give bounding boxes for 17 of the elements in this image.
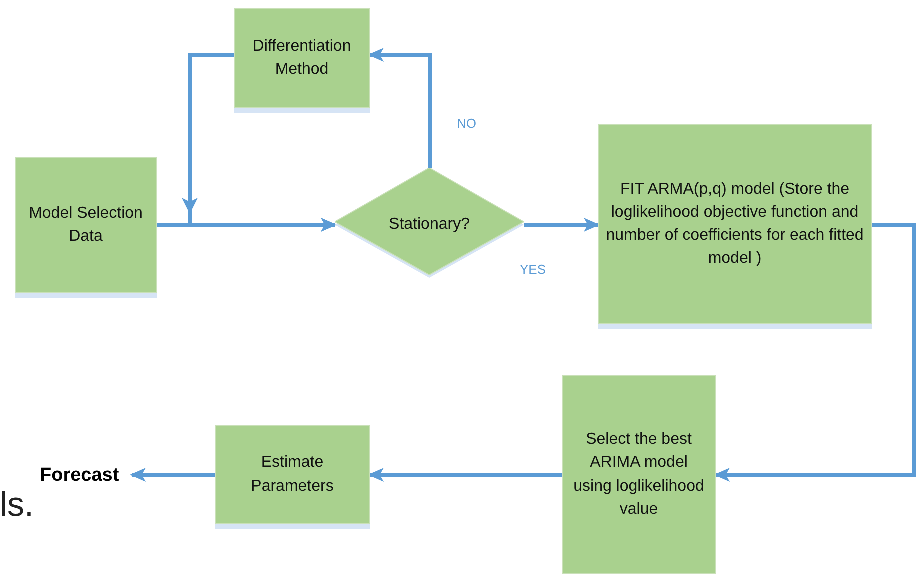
node-text: Select the best ARIMA model using loglikelihood value [572, 430, 706, 520]
arrow [714, 223, 916, 482]
node-text: Model Selection Data [28, 204, 144, 247]
output-label: Forecast [40, 465, 120, 487]
arrow [368, 48, 432, 168]
node-text: Differentiation Method [252, 36, 352, 80]
process-box [562, 375, 716, 574]
text-fragment: ls. [0, 486, 34, 525]
arrow [524, 218, 600, 232]
edge-label: YES [518, 262, 548, 277]
node-text: FIT ARMA(p,q) model (Store the loglikelihood objective function and number of coefficients for each fitted model ) [605, 180, 865, 270]
node-text: Stationary? [389, 215, 470, 236]
arrow [130, 468, 215, 482]
arrow [368, 468, 562, 482]
edge-label: NO [455, 116, 478, 131]
node-text: Estimate Parameters [250, 453, 335, 496]
arrow [182, 53, 337, 232]
